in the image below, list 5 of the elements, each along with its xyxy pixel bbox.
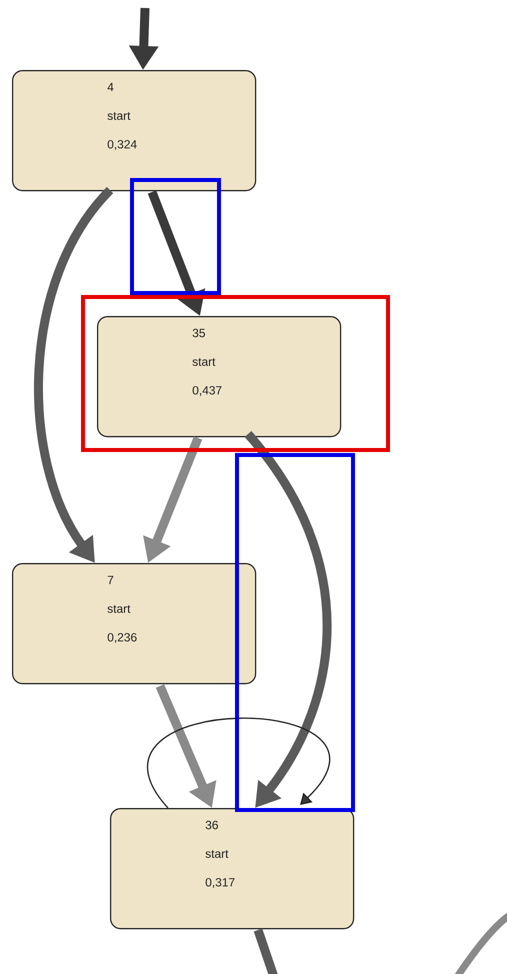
arrow xyxy=(148,718,330,808)
process-box: 4 start 0,324 xyxy=(12,70,256,192)
process-box: 7 start 0,236 xyxy=(12,563,256,684)
process-box: 35 start 0,437 xyxy=(97,316,342,438)
process-box: 36 start 0,317 xyxy=(110,808,354,930)
